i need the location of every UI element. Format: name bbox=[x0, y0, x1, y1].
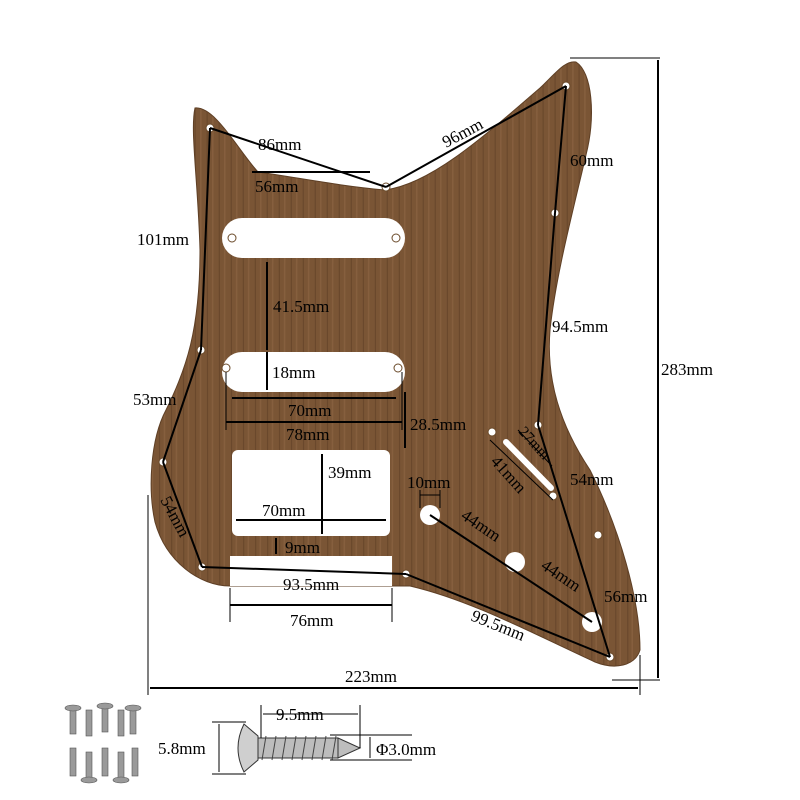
control-hole bbox=[505, 552, 525, 572]
label: 41.5mm bbox=[273, 297, 329, 316]
switch-slot bbox=[503, 439, 554, 491]
screw-detail: 9.5mm 5.8mm Φ3.0mm bbox=[158, 705, 436, 775]
label: 283mm bbox=[661, 360, 713, 379]
label: 39mm bbox=[328, 463, 371, 482]
label: 101mm bbox=[137, 230, 189, 249]
screw-diameter-label: Φ3.0mm bbox=[376, 740, 436, 759]
screws-bundle bbox=[64, 702, 142, 784]
screw-head-label: 5.8mm bbox=[158, 739, 206, 758]
label: 56mm bbox=[255, 177, 298, 196]
label: 60mm bbox=[570, 151, 613, 170]
dimension-lines bbox=[147, 57, 660, 695]
label: 56mm bbox=[604, 587, 647, 606]
label: 70mm bbox=[262, 501, 305, 520]
screw-length-label: 9.5mm bbox=[276, 705, 324, 724]
label: 93.5mm bbox=[283, 575, 339, 594]
label: 10mm bbox=[407, 473, 450, 492]
label: 76mm bbox=[290, 611, 333, 630]
label: 86mm bbox=[258, 135, 301, 154]
humbucker-cutout bbox=[232, 450, 390, 536]
label: 94.5mm bbox=[552, 317, 608, 336]
label: 18mm bbox=[272, 363, 315, 382]
label: 70mm bbox=[288, 401, 331, 420]
label: 53mm bbox=[133, 390, 176, 409]
label: 28.5mm bbox=[410, 415, 466, 434]
label: 223mm bbox=[345, 667, 397, 686]
label: 78mm bbox=[286, 425, 329, 444]
label: 9mm bbox=[285, 538, 320, 557]
label: 54mm bbox=[570, 470, 613, 489]
neck-pickup-cutout bbox=[222, 218, 405, 258]
dimension-labels: 86mm 56mm 96mm 60mm 101mm 41.5mm 18mm 70… bbox=[133, 114, 713, 686]
